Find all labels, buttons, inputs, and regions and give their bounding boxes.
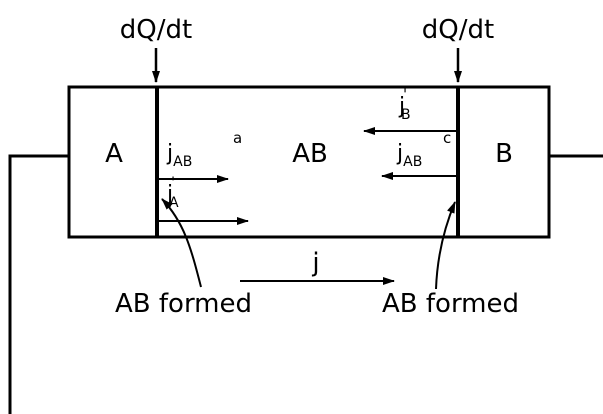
flux-j-a-prime-label: j'A bbox=[166, 175, 179, 211]
flux-j-b-prime-label: j'B bbox=[398, 87, 411, 123]
sample-outline bbox=[67, 85, 551, 239]
flux-j-ab-right-label: jAB bbox=[396, 141, 422, 170]
ab-formed-pointer-right bbox=[435, 201, 456, 290]
flux-j-total-label: j bbox=[311, 248, 319, 278]
ab-formed-label-left: AB formed bbox=[115, 289, 252, 319]
external-wire-left bbox=[8, 154, 69, 414]
interface-a-label: a bbox=[233, 129, 242, 147]
ab-formed-label-right: AB formed bbox=[382, 289, 519, 319]
interface-c-label: c bbox=[443, 129, 451, 147]
region-b-label: B bbox=[495, 139, 513, 169]
region-ab-label: AB bbox=[292, 139, 328, 169]
region-a-label: A bbox=[105, 139, 123, 169]
ab-formed-pointer-left bbox=[161, 198, 202, 288]
heat-flux-label-left: dQ/dt bbox=[120, 15, 192, 45]
heat-flux-label-right: dQ/dt bbox=[422, 15, 494, 45]
flux-j-ab-left-label: jAB bbox=[166, 141, 192, 170]
